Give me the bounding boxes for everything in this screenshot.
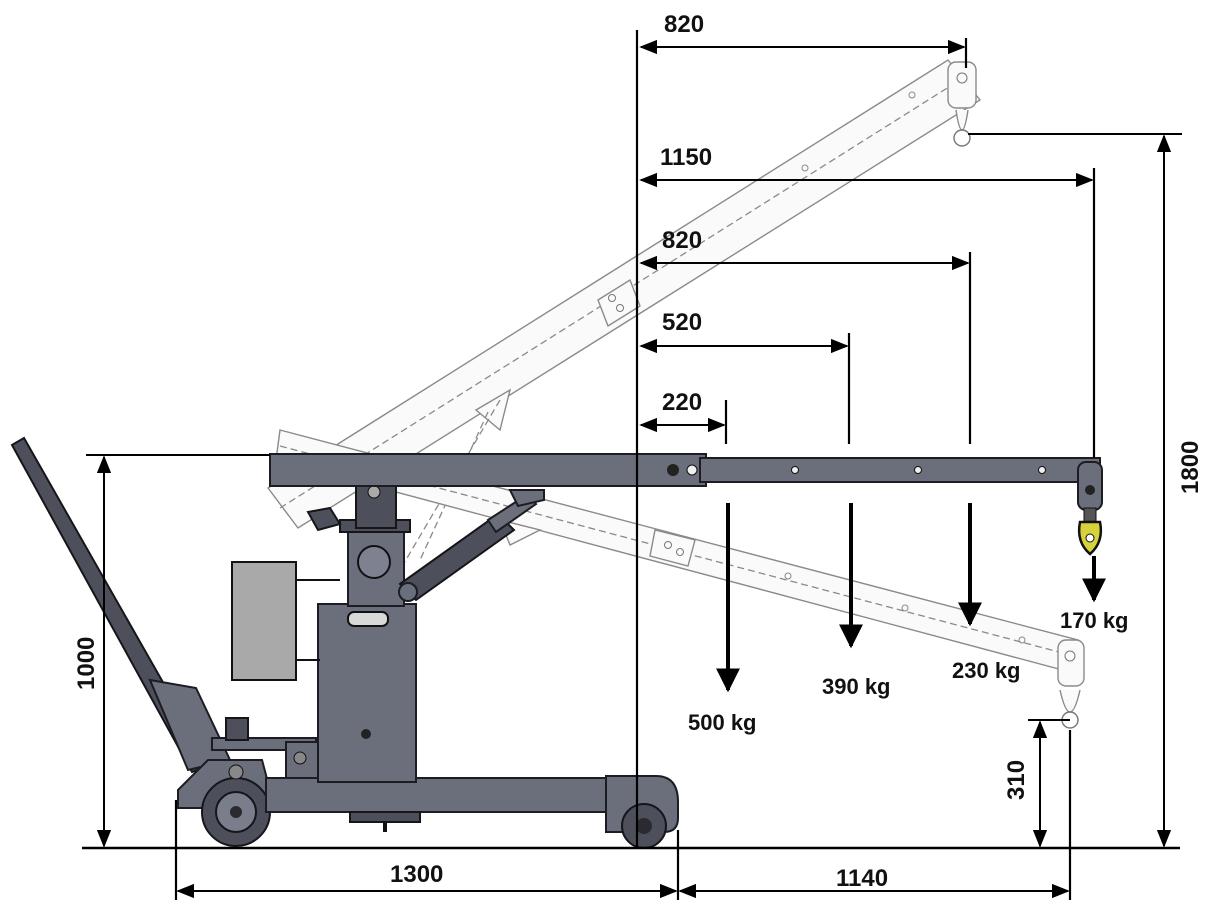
overhang-1140-label: 1140 bbox=[836, 865, 888, 892]
reach-820-label: 820 bbox=[662, 227, 702, 254]
mast-column bbox=[285, 603, 417, 783]
lowered-hook-outline bbox=[1057, 639, 1085, 729]
reach-520-label: 520 bbox=[662, 309, 702, 336]
load-1150-label: 170 kg bbox=[1060, 608, 1129, 633]
reach-220-label: 220 bbox=[662, 389, 702, 416]
base-1300-label: 1300 bbox=[390, 861, 443, 888]
hydraulic-cylinder bbox=[398, 489, 545, 602]
counterweight bbox=[231, 561, 340, 681]
tow-handle bbox=[10, 436, 232, 774]
height-310-label: 310 bbox=[1003, 760, 1030, 800]
reach-top-label: 820 bbox=[664, 11, 704, 38]
hydraulic-pump bbox=[306, 471, 411, 607]
rear-wheel-assembly bbox=[177, 717, 317, 847]
height-1800-label: 1800 bbox=[1177, 441, 1204, 494]
reach-1150-label: 1150 bbox=[660, 144, 712, 171]
load-220-label: 500 kg bbox=[688, 710, 757, 735]
load-820-label: 230 kg bbox=[952, 658, 1021, 683]
base-frame bbox=[265, 775, 679, 849]
lifting-hook bbox=[1077, 507, 1103, 556]
height-1000-label: 1000 bbox=[73, 637, 100, 690]
raised-hook-outline bbox=[947, 61, 977, 147]
load-520-label: 390 kg bbox=[822, 674, 891, 699]
main-boom bbox=[269, 453, 1103, 511]
